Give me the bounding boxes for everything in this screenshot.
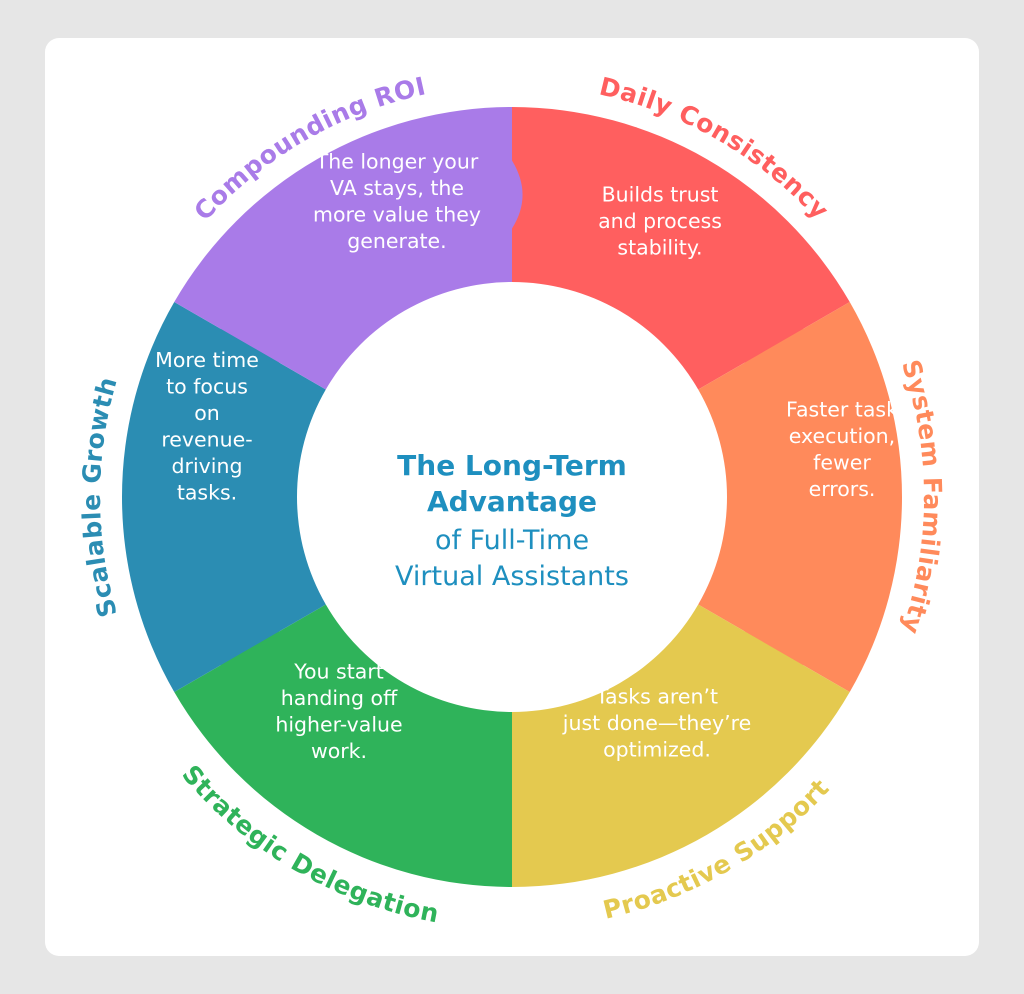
segment-text-line: stability. [617, 236, 702, 260]
segment-text-line: on [194, 401, 220, 425]
center-title-line3: of Full-Time [435, 525, 589, 556]
segment-compounding-roi [174, 107, 523, 390]
segment-text-line: The longer your [315, 149, 479, 173]
segment-text-line: to focus [166, 374, 248, 398]
label-system-familiarity: System Familiarity [896, 356, 947, 637]
segment-text-line: Faster task [786, 397, 898, 421]
segment-text-line: optimized. [603, 738, 711, 762]
segment-text-line: work. [311, 739, 367, 763]
segment-text-line: execution, [789, 424, 895, 448]
segment-scalable-growth [121, 302, 326, 692]
segment-strategic-delegation [174, 604, 512, 887]
segment-text-line: tasks. [177, 480, 237, 504]
segment-daily-consistency [512, 107, 850, 390]
label-scalable-growth: Scalable Growth [77, 374, 123, 621]
segment-text-line: handing off [281, 686, 398, 710]
segment-text-line: just done—they’re [562, 711, 751, 735]
segment-proactive-support [501, 604, 850, 887]
segment-text-line: More time [155, 348, 259, 372]
segment-text-line: more value they [313, 202, 481, 226]
segment-text-line: fewer [813, 450, 871, 474]
segment-system-familiarity [698, 302, 902, 692]
center-circle [299, 284, 725, 710]
segment-text-system-familiarity: Faster task execution,fewer errors. [786, 397, 898, 501]
segment-text-line: errors. [809, 477, 876, 501]
center-title-line4: Virtual Assistants [395, 561, 629, 592]
segment-text-line: You start [293, 659, 384, 683]
segment-text-line: Builds trust [602, 183, 719, 207]
segment-text-line: generate. [347, 229, 446, 253]
segment-text-line: driving [172, 454, 243, 478]
center-title-line1: The Long-Term [397, 449, 627, 482]
segment-text-line: revenue- [161, 427, 252, 451]
segment-text-line: VA stays, the [330, 176, 464, 200]
center-title-line2: Advantage [427, 485, 597, 518]
segment-text-line: higher-value [275, 712, 402, 736]
segment-text-line: and process [598, 209, 722, 233]
segment-text-line: Tasks aren’t [595, 685, 718, 709]
